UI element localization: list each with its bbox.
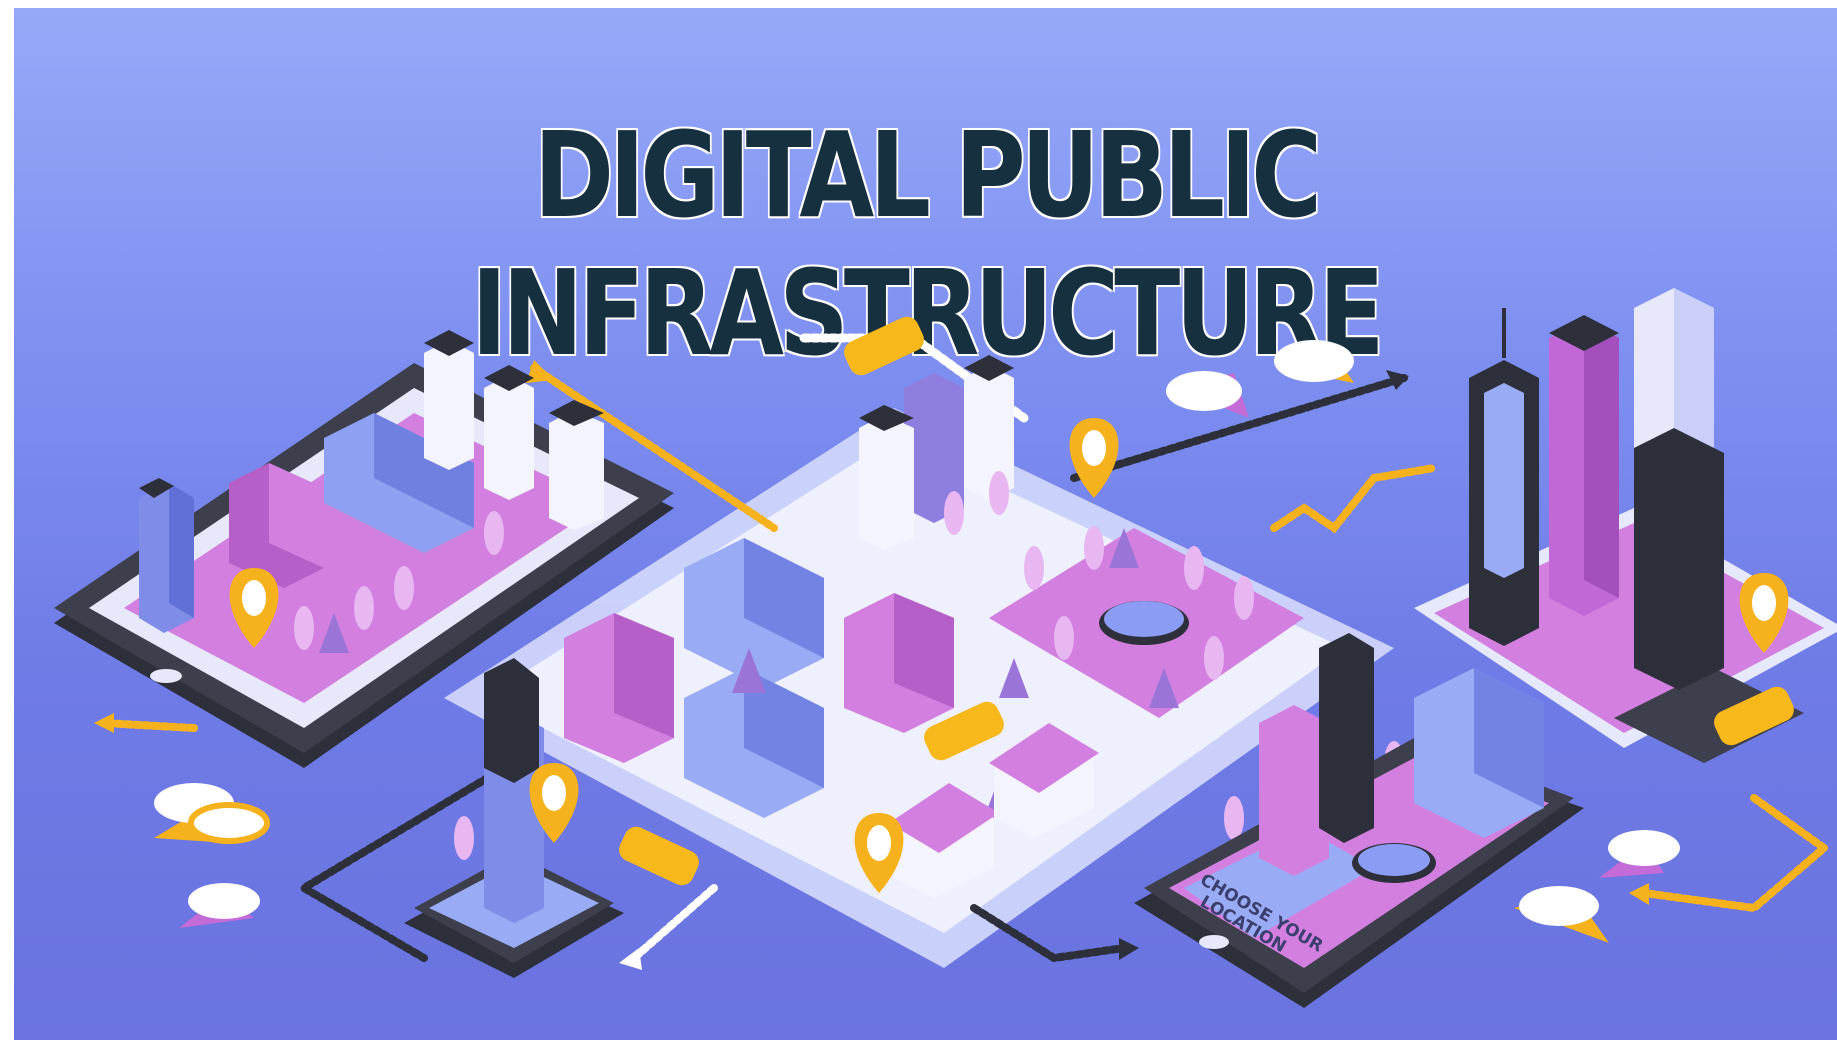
- building-cluster-center: [564, 355, 1014, 818]
- smartphone-icon: [404, 658, 624, 978]
- house-icon: [889, 723, 1099, 898]
- speech-bubble-icon: [154, 340, 1680, 943]
- skyscraper-icon: [1469, 288, 1724, 690]
- illustration-frame: DIGITAL PUBLIC INFRASTRUCTURE: [14, 8, 1837, 1040]
- skyscraper-icon: [1259, 633, 1544, 883]
- map-pin-icon: [229, 418, 1789, 893]
- park-block: [989, 528, 1304, 718]
- taxi-icon: [619, 316, 1794, 886]
- arrow-icon: [94, 360, 1649, 970]
- page-title: DIGITAL PUBLIC INFRASTRUCTURE: [471, 106, 1384, 382]
- isometric-city-illustration: CHOOSE YOUR LOCATION: [54, 288, 1837, 1008]
- skyscraper-icon: [139, 330, 604, 633]
